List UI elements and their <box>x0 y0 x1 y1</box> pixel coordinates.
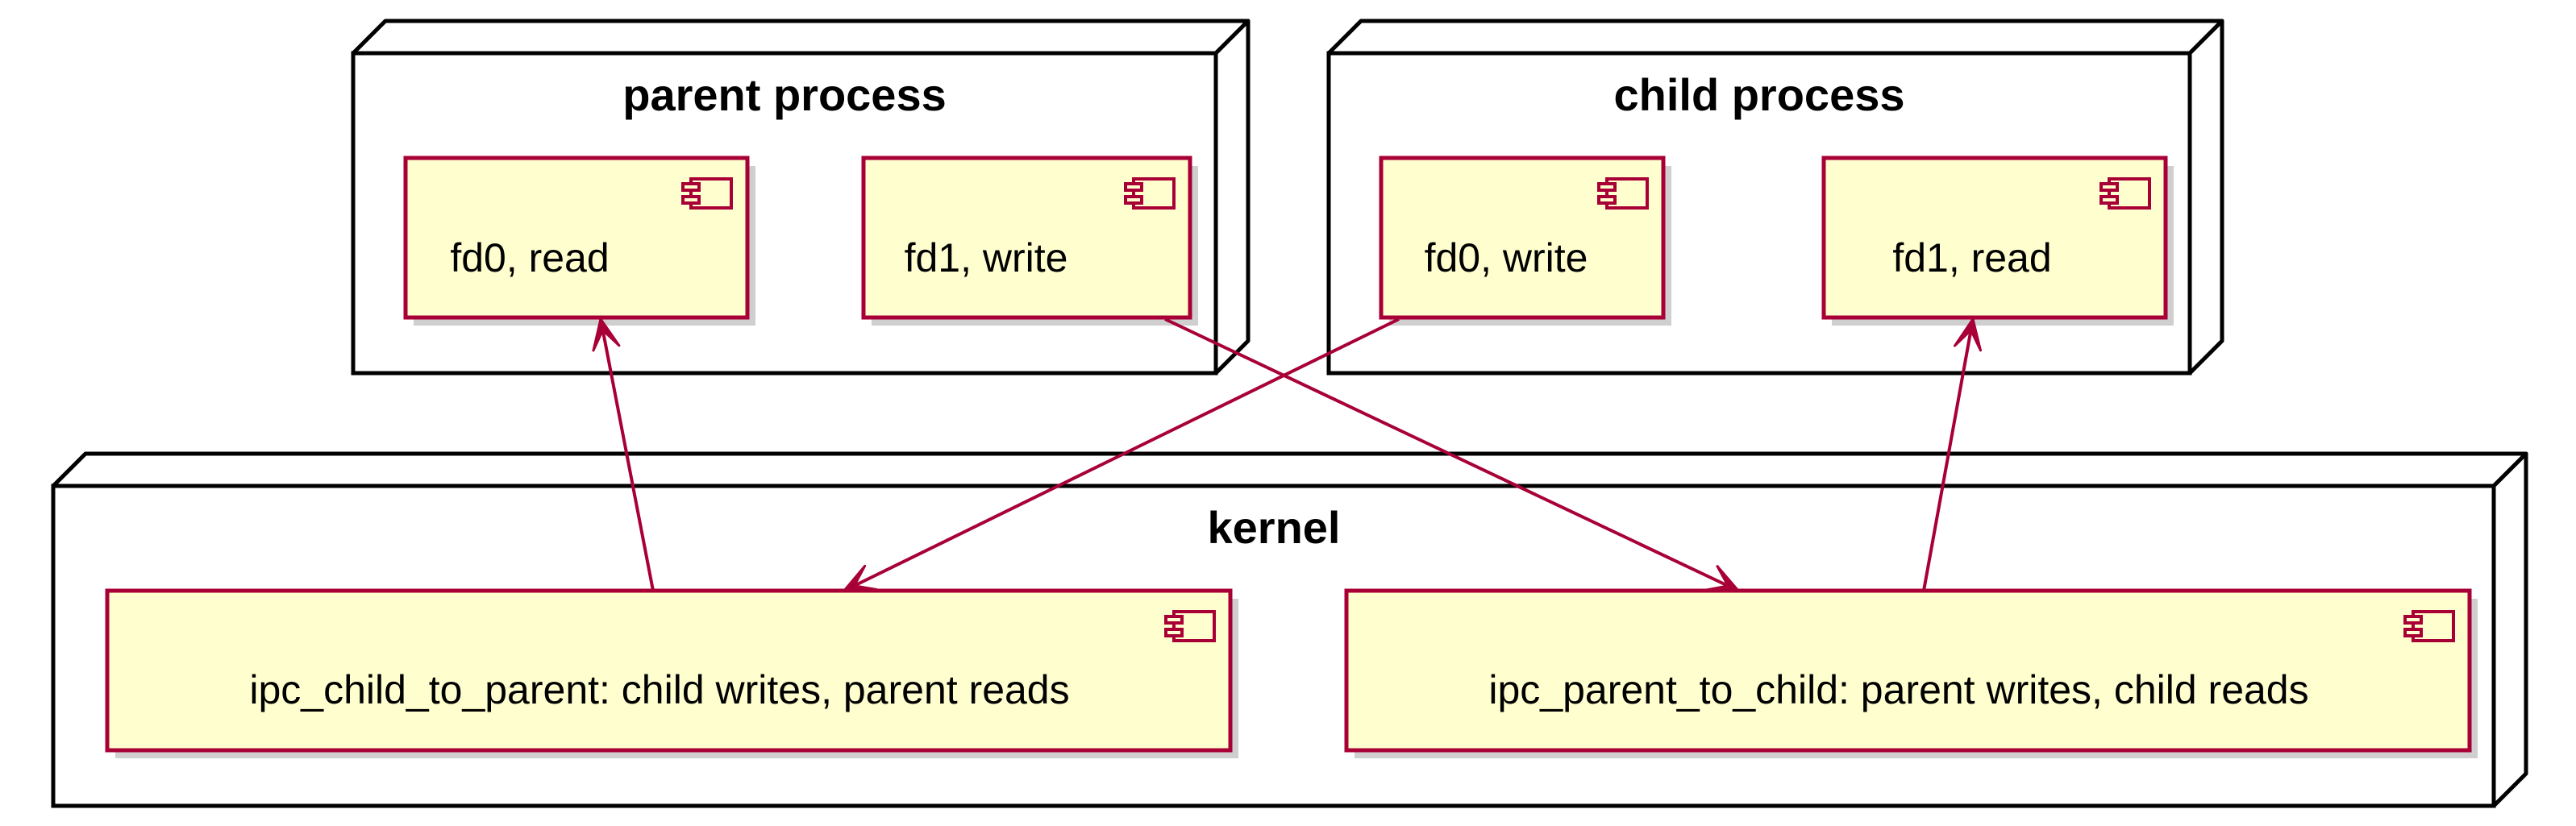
component-parent-fd1: fd1, write <box>861 156 1198 326</box>
component-parent-fd0: fd0, read <box>403 156 755 326</box>
component-icon <box>2403 610 2455 642</box>
arrow-ipc-p2c-to-child-fd1 <box>1922 318 1982 591</box>
component-icon <box>1124 177 1176 210</box>
component-parent-fd0-label: fd0, read <box>450 235 609 280</box>
node-child-title: child process <box>1613 69 1904 120</box>
component-ipc-parent-to-child: ipc_parent_to_child: parent writes, chil… <box>1344 588 2478 758</box>
component-box <box>105 588 1233 753</box>
component-ipc-child-to-parent: ipc_child_to_parent: child writes, paren… <box>105 588 1238 758</box>
arrow-head <box>1704 565 1740 592</box>
component-icon <box>681 177 733 210</box>
arrow-head <box>1953 318 1982 352</box>
node-parent-title: parent process <box>622 69 947 120</box>
component-ipc-parent-to-child-label: ipc_parent_to_child: parent writes, chil… <box>1488 667 2308 712</box>
component-child-fd0: fd0, write <box>1379 156 1671 326</box>
arrow-parent-fd1-to-ipc-p2c <box>1164 318 1740 592</box>
arrow-line <box>1164 318 1739 592</box>
component-parent-fd1-label: fd1, write <box>905 235 1068 280</box>
component-ipc-child-to-parent-label: ipc_child_to_parent: child writes, paren… <box>249 667 1069 712</box>
node-parent-side-face <box>1213 19 1251 376</box>
component-icon <box>1597 177 1649 210</box>
node-child-side-face <box>2187 19 2224 376</box>
component-child-fd0-label: fd0, write <box>1425 235 1588 280</box>
arrow-head <box>843 564 878 592</box>
node-kernel-title: kernel <box>1208 502 1341 553</box>
arrow-ipc-c2p-to-parent-fd0 <box>592 318 655 591</box>
arrow-line <box>599 318 655 591</box>
arrow-child-fd0-to-ipc-c2p <box>843 318 1400 592</box>
node-kernel-side-face <box>2491 451 2528 808</box>
arrow-line <box>843 318 1400 592</box>
node-child-top-face <box>1326 19 2224 56</box>
component-child-fd1: fd1, read <box>1821 156 2174 326</box>
arrow-line <box>1922 318 1975 591</box>
component-icon <box>1164 610 1216 642</box>
arrow-head <box>592 318 621 352</box>
node-kernel-top-face <box>51 451 2528 488</box>
component-child-fd1-label: fd1, read <box>1892 235 2051 280</box>
component-icon <box>2100 177 2151 210</box>
node-parent-top-face <box>351 19 1251 56</box>
component-box <box>1344 588 2472 753</box>
